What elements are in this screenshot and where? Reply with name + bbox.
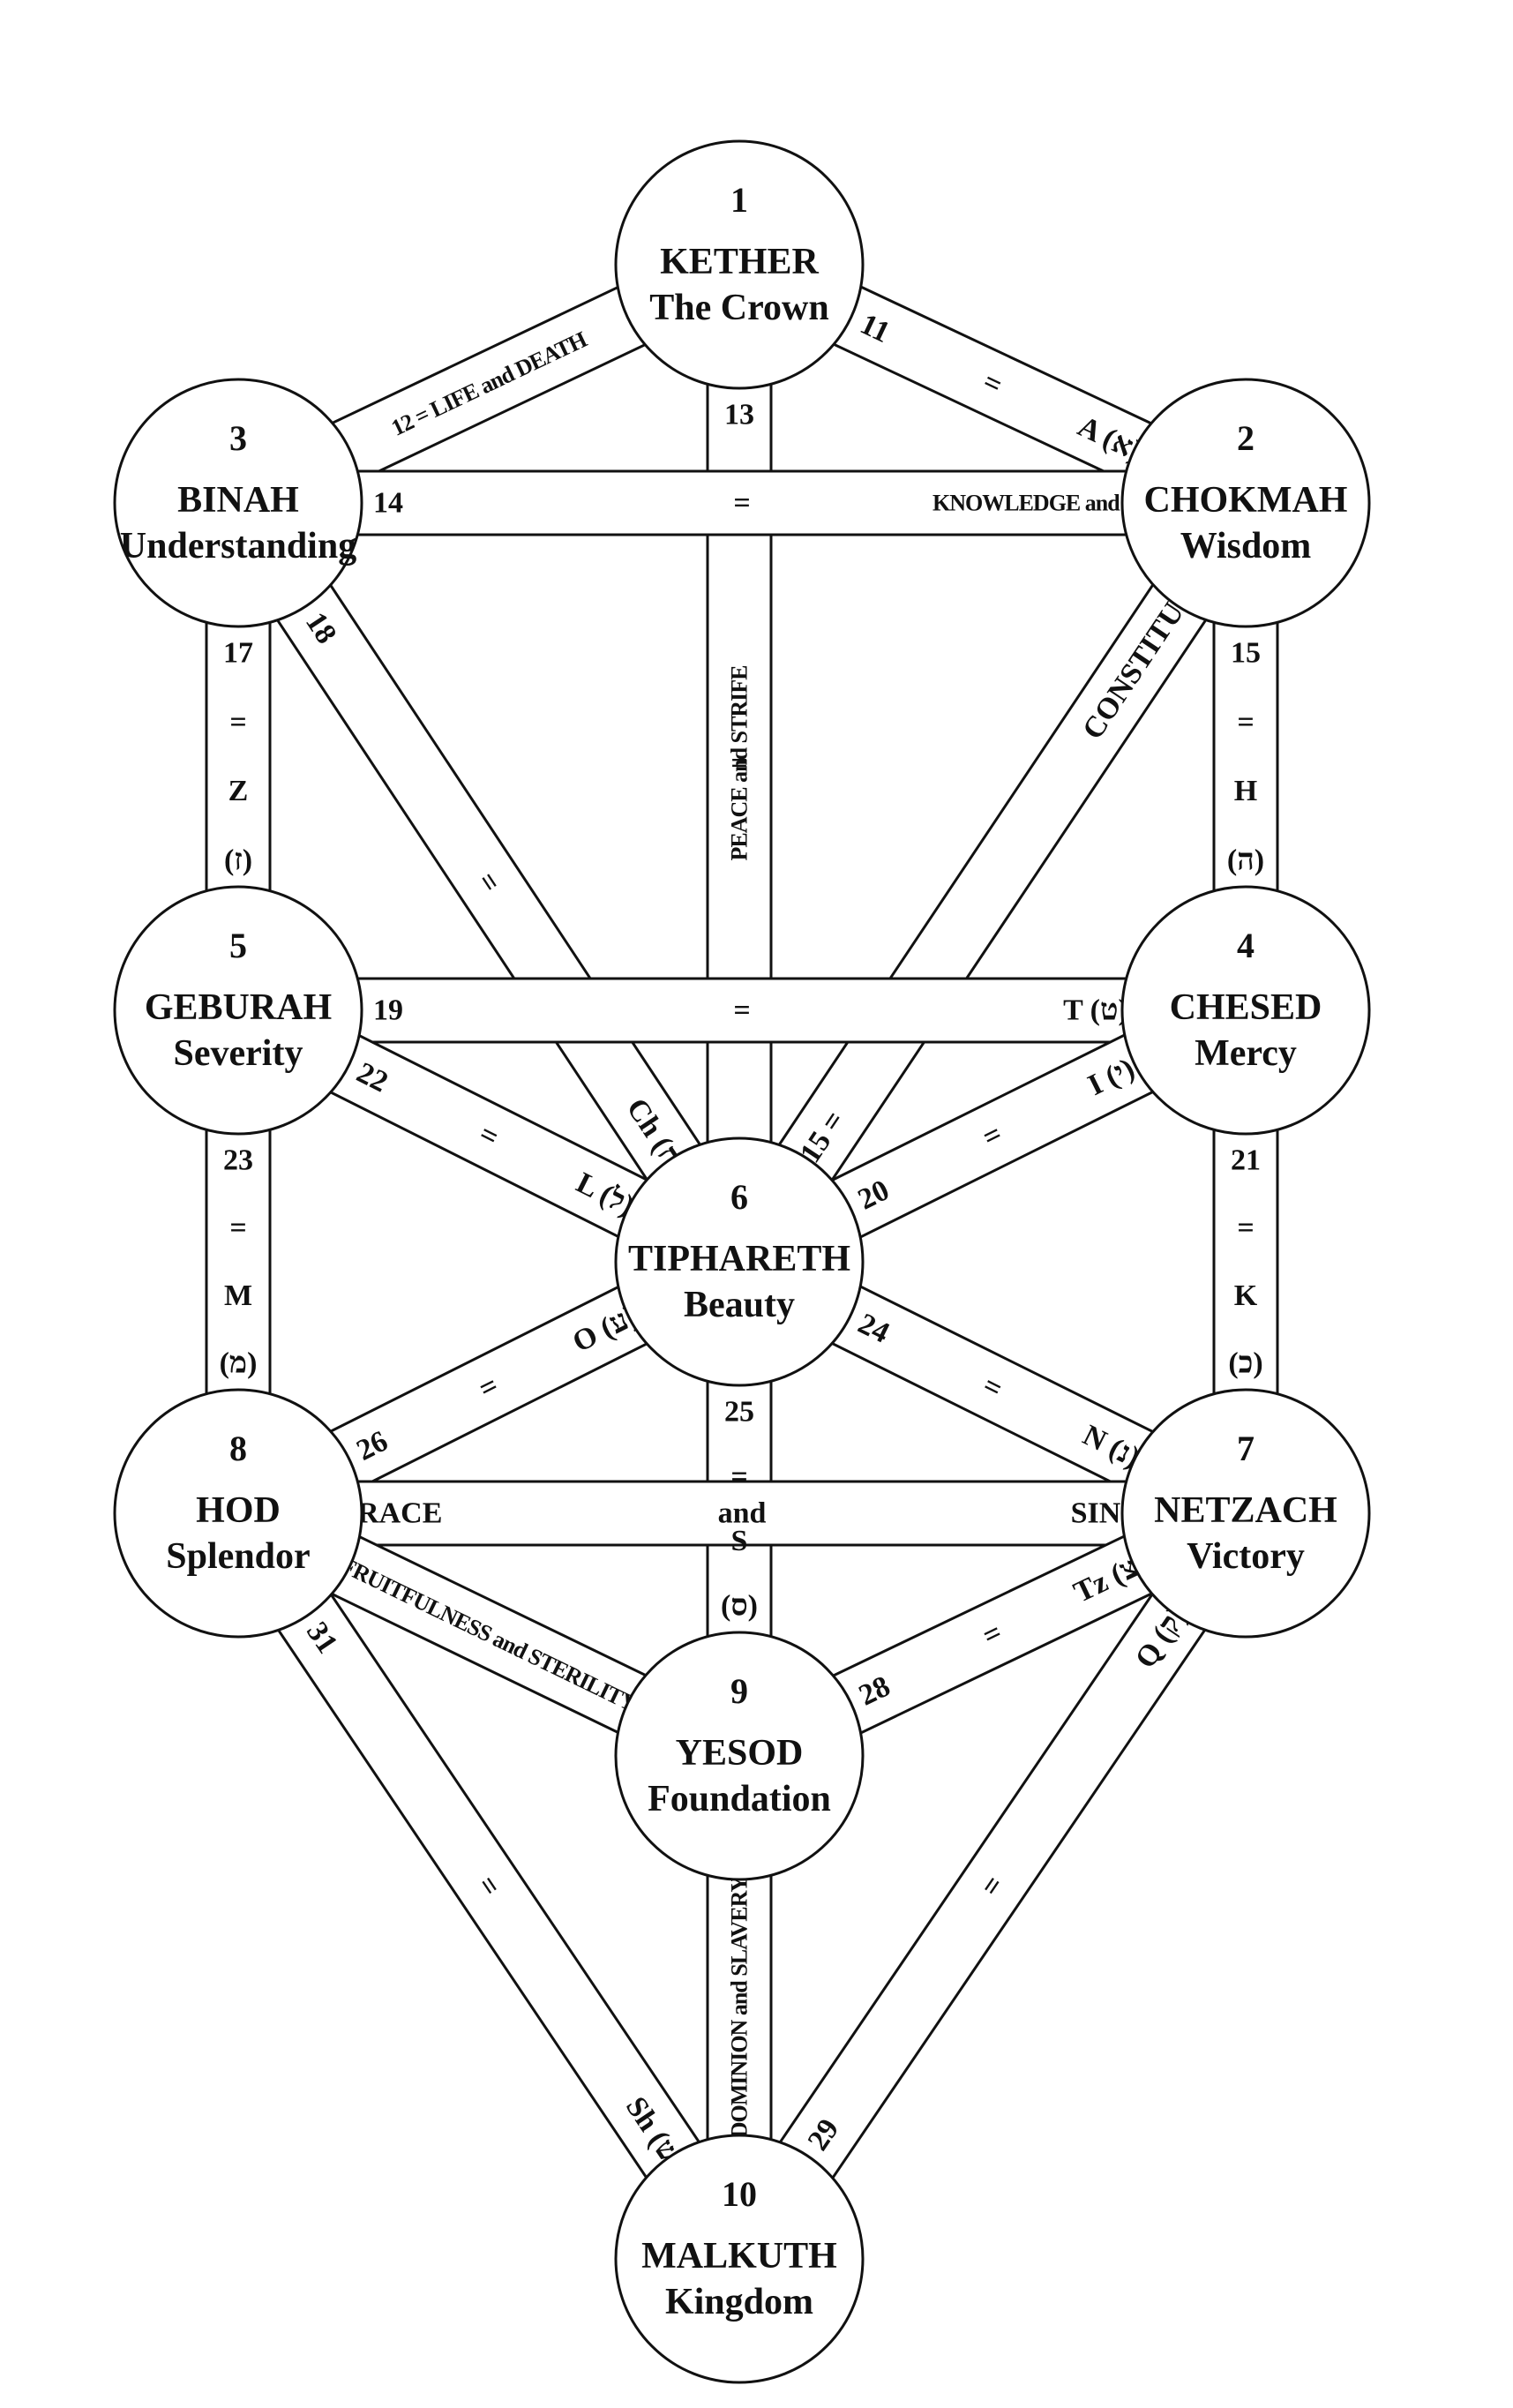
path-label-3-2-0: 14	[373, 487, 403, 520]
path-band-5-4	[236, 977, 1247, 1044]
path-label-4-7-2: K	[1234, 1279, 1258, 1312]
sephirah-circle	[1120, 1388, 1371, 1639]
sephirah-number: 10	[722, 2174, 757, 2214]
sephirah-circle	[614, 2134, 865, 2384]
sephirah-number: 8	[229, 1429, 247, 1468]
path-label-5-8-0: 23	[223, 1144, 253, 1177]
path-label-group-2-4: 15 = H (ה)	[1227, 637, 1264, 877]
sephirah-meaning: Understanding	[120, 526, 356, 566]
path-label-3-5-2: Z	[228, 775, 249, 807]
sephirah-circle	[1120, 378, 1371, 628]
path-label-group-5-8: 23 = M (מ)	[220, 1144, 258, 1380]
path-label-5-4-0: 19	[373, 994, 403, 1027]
sephirah-meaning: The Crown	[649, 288, 828, 328]
sephirah-name: BINAH	[177, 480, 299, 521]
sephirah-circle	[113, 1388, 363, 1639]
sephirah-meaning: Severity	[174, 1033, 303, 1074]
path-label-group-4-7: 21 = K (כ)	[1228, 1144, 1262, 1380]
sephirah-circle	[614, 1631, 865, 1881]
sephirah-circle	[1120, 885, 1371, 1136]
path-label-5-4-2: T (ט)	[1063, 994, 1128, 1027]
path-label-2-4-1: =	[1237, 706, 1254, 739]
path-label-3-5-3: (ז)	[224, 844, 252, 877]
sephirah-circle	[614, 1136, 865, 1387]
path-label-3-2-1: =	[733, 487, 750, 520]
sephirah-number: 6	[730, 1177, 748, 1217]
sephirah-circle	[614, 139, 865, 390]
path-label-6-9-3: (ס)	[721, 1590, 758, 1623]
sephirah-meaning: Beauty	[684, 1285, 795, 1325]
sephirah-number: 7	[1237, 1429, 1255, 1468]
sephirah-number: 9	[730, 1671, 748, 1711]
path-label-4-7-3: (כ)	[1228, 1347, 1262, 1380]
path-bands	[205, 234, 1279, 2279]
sephirah-number: 3	[229, 418, 247, 458]
path-label-5-8-2: M	[224, 1279, 252, 1312]
path-label-1-6-2: PEACE and STRIFE	[727, 665, 753, 861]
path-label-3-5-0: 17	[223, 637, 253, 670]
path-label-group-3-5: 17 = Z (ז)	[223, 637, 253, 877]
sephirah-name: GEBURAH	[145, 987, 332, 1028]
path-label-5-8-1: =	[229, 1212, 246, 1244]
path-label-4-7-0: 21	[1231, 1144, 1261, 1177]
sephirah-circle	[113, 885, 363, 1136]
path-label-2-4-2: H	[1234, 775, 1257, 807]
sephirah-name: KETHER	[660, 242, 819, 282]
path-band-8-7	[236, 1480, 1247, 1547]
path-label-5-4-1: =	[733, 994, 750, 1027]
path-label-3-5-1: =	[229, 706, 246, 739]
sephirah-meaning: Victory	[1187, 1536, 1305, 1577]
path-label-1-6-0: 13	[724, 399, 754, 431]
sephirah-name: MALKUTH	[641, 2236, 837, 2277]
sephirah-name: HOD	[196, 1490, 281, 1531]
sephirah-meaning: Splendor	[166, 1536, 310, 1577]
path-label-8-7-1: and	[718, 1497, 767, 1530]
path-label-8-7-2: SIN	[1071, 1497, 1121, 1530]
path-label-5-8-3: (מ)	[220, 1347, 258, 1380]
sephirah-number: 5	[229, 926, 247, 965]
path-label-2-4-0: 15	[1231, 637, 1261, 670]
sephirah-meaning: Foundation	[648, 1779, 831, 1819]
sephirah-number: 4	[1237, 926, 1255, 965]
path-label-group-9-10: DOMINION and SLAVERY	[727, 1876, 753, 2139]
sephirah-meaning: Kingdom	[665, 2282, 813, 2322]
path-label-4-7-1: =	[1237, 1212, 1254, 1244]
sephirah-name: NETZACH	[1154, 1490, 1337, 1531]
path-label-group-6-9: 25 = S (ס)	[721, 1396, 758, 1623]
path-label-1-6-1: =	[730, 747, 747, 780]
sephirah-meaning: Wisdom	[1180, 526, 1312, 566]
path-label-6-9-0: 25	[724, 1396, 754, 1429]
path-label-6-9-1: =	[730, 1460, 747, 1493]
sephirah-name: CHOKMAH	[1144, 480, 1348, 521]
sephirah-number: 2	[1237, 418, 1255, 458]
path-label-group-5-4: 19 = T (ט)	[373, 994, 1128, 1027]
sephirah-name: TIPHARETH	[628, 1239, 850, 1279]
sephirah-name: YESOD	[676, 1733, 804, 1774]
path-label-2-4-3: (ה)	[1227, 844, 1264, 877]
sephirah-circle	[113, 378, 363, 628]
sephirah-name: CHESED	[1170, 987, 1322, 1028]
sephirah-number: 1	[730, 180, 748, 220]
sephirah-meaning: Mercy	[1195, 1033, 1297, 1074]
path-label-6-9-2: S	[731, 1525, 748, 1557]
path-label-9-10-0: DOMINION and SLAVERY	[727, 1876, 753, 2139]
path-label-group-1-6: 13=PEACE and STRIFE	[724, 399, 754, 861]
